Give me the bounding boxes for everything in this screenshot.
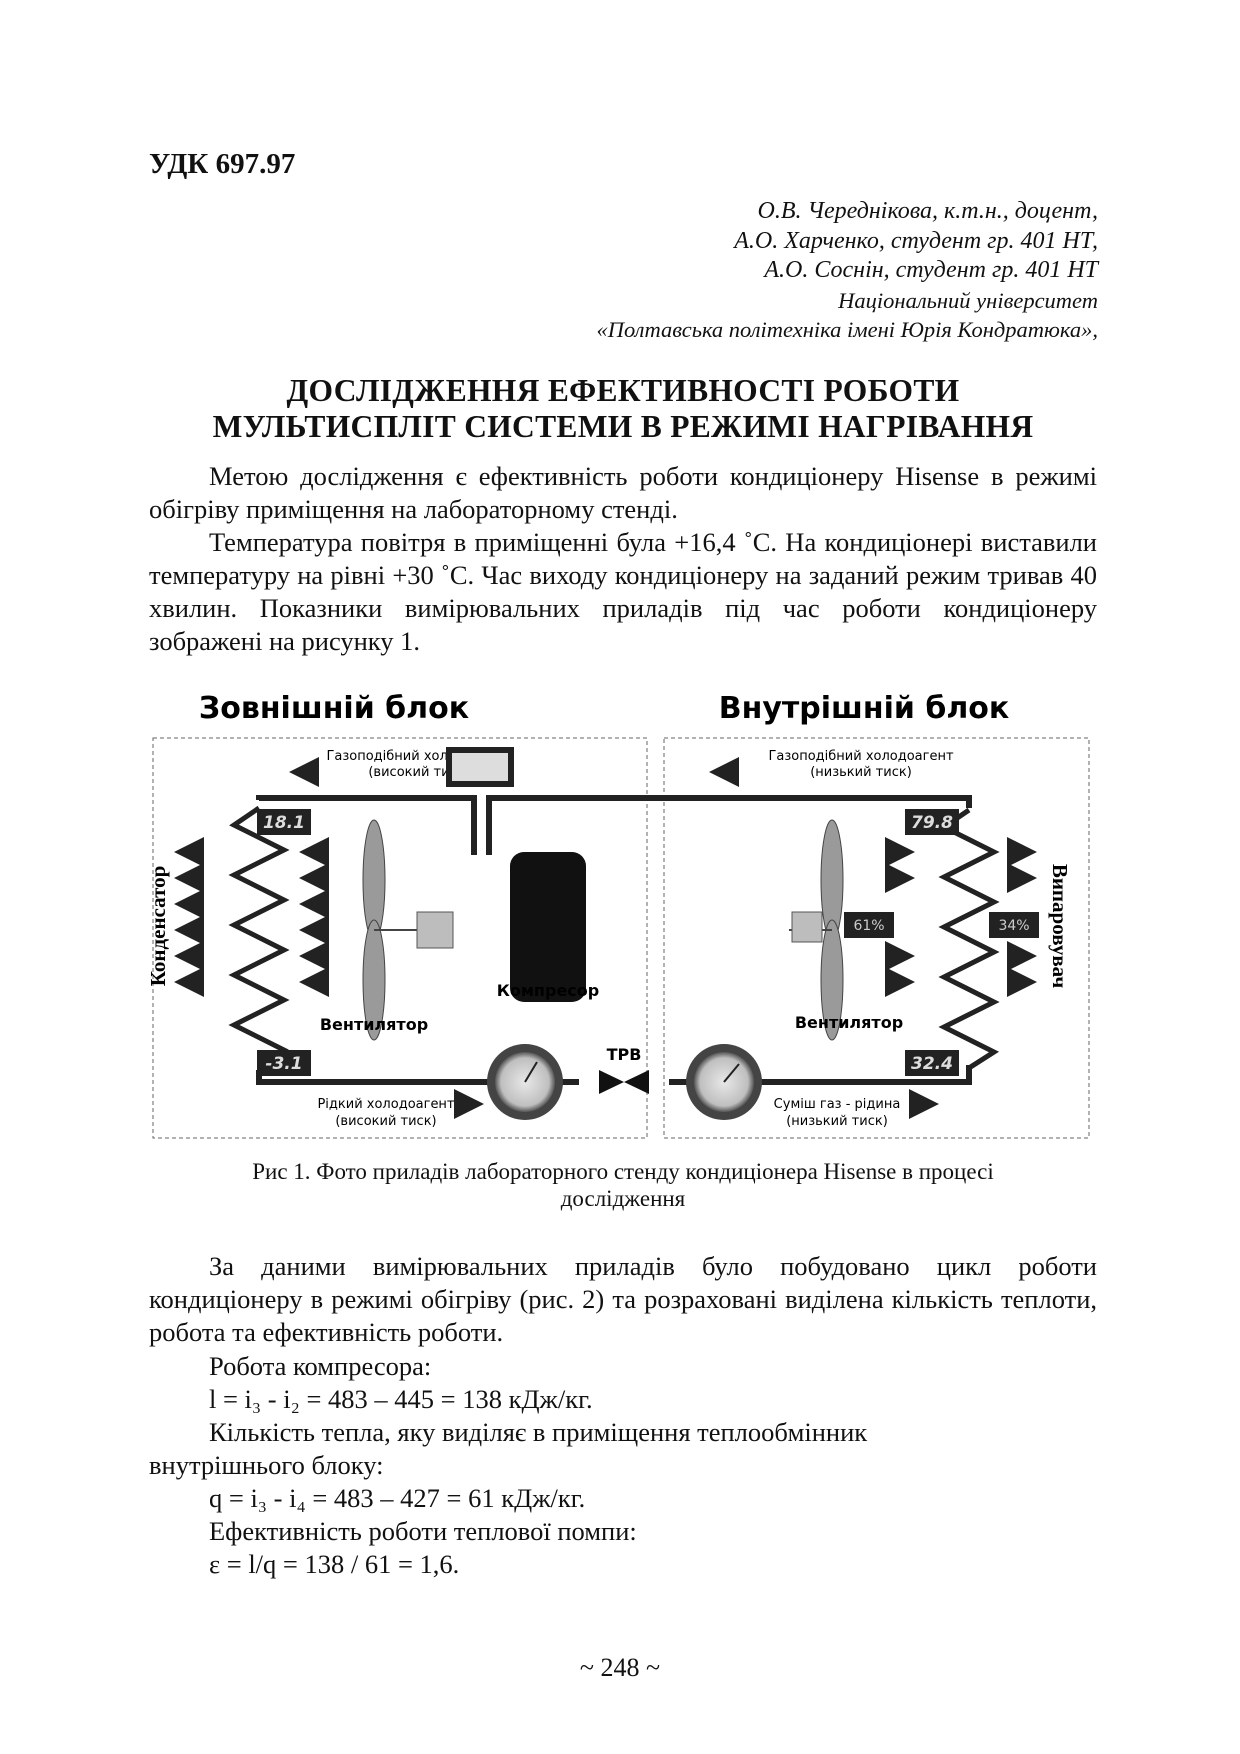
hygrometer-display-1: 61% [844,912,894,938]
fan-label-right: Вентилятор [795,1013,903,1032]
paragraph-3: За даними вимірювальних приладів було по… [149,1251,1097,1347]
fan-motor-left [416,911,454,949]
figure-caption: Рис 1. Фото приладів лабораторного стенд… [252,1159,994,1211]
authors-block: О.В. Череднікова, к.т.н., доцент, А.О. Х… [596,197,1098,345]
display-bottom-left: -3.1 [257,1050,311,1076]
compressor [510,852,586,1002]
display-top-left: 18.1 [257,809,311,835]
page-number: ~ 248 ~ [579,1653,661,1682]
fan-blade-right-2 [820,919,844,1041]
heat-formula: q = i₃ - i₄ = 483 – 427 = 61 кДж/кг. [209,1483,586,1513]
outdoor-unit-title: Зовнішній блок [199,691,469,726]
indoor-unit-frame [663,737,1090,1139]
svg-text:18.1: 18.1 [263,813,305,833]
display-top-right: 79.8 [905,809,959,835]
fan-blade-left-2 [362,919,386,1041]
title-line-1: ДОСЛІДЖЕННЯ ЕФЕКТИВНОСТІ РОБОТИ [286,373,960,408]
work-label: Робота компресора: [209,1351,432,1381]
udk-code: УДК 697.97 [149,148,296,180]
evaporator-coil [938,807,1000,1071]
condenser-air-arrows [174,837,329,997]
liquid-refrigerant-pressure: (високий тиск) [335,1114,436,1129]
indoor-gas-pressure: (низький тиск) [810,765,912,780]
organization-line-1: Національний університет [838,287,1098,313]
efficiency-label: Ефективність роботи теплової помпи: [209,1516,637,1546]
heat-label-1: Кількість тепла, яку виділяє в приміщенн… [209,1417,868,1447]
svg-text:-3.1: -3.1 [265,1054,302,1074]
trv-label: ТРВ [607,1045,642,1064]
mixture-pressure: (низький тиск) [786,1114,888,1129]
evaporator-air-arrows [885,837,1037,997]
efficiency-formula: ε = l/q = 138 / 61 = 1,6. [209,1549,460,1579]
organization-line-2: «Полтавська політехніка імені Юрія Кондр… [596,317,1098,342]
indoor-unit-title: Внутрішній блок [719,691,1010,726]
compressor-label: Компресор [497,981,599,1000]
svg-text:79.8: 79.8 [911,813,953,833]
work-formula: l = i₃ - i₂ = 483 – 445 = 138 кДж/кг. [209,1384,593,1414]
figure-1: Зовнішній блок Внутрішній блок Газоподіб… [146,690,1097,1155]
svg-text:34%: 34% [998,918,1029,934]
outdoor-gas-pressure: (високий тиск) [368,765,469,780]
refrigeration-cycle-diagram: Зовнішній блок Внутрішній блок Газоподіб… [146,691,1090,1139]
expansion-valve: ТРВ [599,1045,649,1094]
author-1: О.В. Череднікова, к.т.н., доцент, [757,198,1099,224]
pressure-gauge-right [686,1044,762,1120]
outdoor-unit-frame [152,737,648,1139]
paper-title: ДОСЛІДЖЕННЯ ЕФЕКТИВНОСТІ РОБОТИ МУЛЬТИСП… [149,373,1097,445]
paragraph-2: Температура повітря в приміщенні була +1… [149,527,1097,656]
fan-motor-right [791,911,823,943]
display-bottom-right: 32.4 [905,1050,959,1076]
evaporator-label: Випаровувач [1048,864,1072,988]
condenser-label: Конденсатор [149,866,170,987]
title-line-2: МУЛЬТИСПЛІТ СИСТЕМИ В РЕЖИМІ НАГРІВАННЯ [212,409,1034,444]
fan-label-left: Вентилятор [320,1015,428,1034]
hygrometer-display-2: 34% [989,912,1039,938]
paragraph-1: Метою дослідження є ефективність роботи … [149,461,1097,524]
indoor-gas-label: Газоподібний холодоагент [768,749,954,764]
svg-text:61%: 61% [853,918,884,934]
author-2: А.О. Харченко, студент гр. 401 НТ, [734,227,1098,254]
condenser-coil [228,805,290,1071]
author-3: А.О. Соснін, студент гр. 401 НТ [764,257,1098,283]
pressure-gauge-left [487,1044,563,1120]
liquid-refrigerant-label: Рідкий холодоагент [317,1097,454,1112]
mixture-label: Суміш газ - рідина [774,1097,901,1112]
heat-label-2: внутрішнього блоку: [149,1450,384,1480]
svg-text:32.4: 32.4 [911,1054,953,1074]
